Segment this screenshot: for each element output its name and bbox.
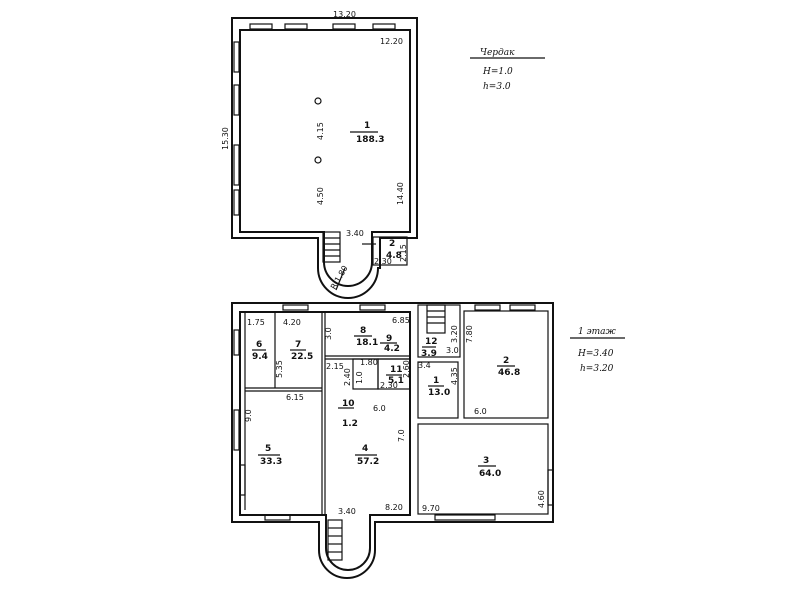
svg-text:3.0: 3.0	[324, 327, 333, 340]
svg-text:h=3.0: h=3.0	[483, 82, 511, 92]
svg-text:3.0: 3.0	[446, 346, 459, 355]
dimension: 4.15	[316, 122, 325, 140]
svg-text:7.80: 7.80	[465, 325, 474, 343]
svg-text:4.60: 4.60	[537, 490, 546, 508]
dimension: 13.20	[333, 10, 356, 19]
svg-text:h=3.20: h=3.20	[580, 364, 614, 374]
room-number: 2	[389, 239, 395, 249]
room-number: 2	[503, 356, 509, 366]
room-number: 5	[265, 444, 271, 454]
first-windows	[233, 304, 554, 521]
svg-text:6.0: 6.0	[373, 404, 386, 413]
room-number: 6	[256, 340, 262, 350]
svg-text:7.0: 7.0	[397, 429, 406, 442]
dimension: 4.50	[316, 187, 325, 205]
dimension: 2.15	[399, 244, 408, 262]
svg-text:1 этаж: 1 этаж	[578, 327, 617, 337]
room-2-box	[372, 236, 408, 266]
room-number: 1	[364, 121, 370, 131]
svg-text:6.85: 6.85	[392, 316, 410, 325]
svg-text:5.35: 5.35	[275, 360, 284, 378]
svg-text:H=1.0: H=1.0	[482, 67, 513, 77]
room-number: 4	[362, 444, 368, 454]
room-number: 8	[360, 326, 366, 336]
room-number: 1	[433, 376, 439, 386]
svg-text:3.40: 3.40	[338, 507, 356, 516]
svg-text:Чердак: Чердак	[480, 48, 515, 58]
room-area: 33.3	[260, 457, 282, 467]
upper-floor-plan: 1 188.3 2 4.8 13.20 12.20 15.30 4.15 4.5…	[221, 10, 545, 299]
svg-text:4.35: 4.35	[450, 367, 459, 385]
column-icon	[314, 97, 322, 105]
room-number: 12	[425, 337, 438, 347]
room-area: 4.2	[384, 344, 400, 354]
svg-text:H=3.40: H=3.40	[577, 349, 614, 359]
svg-text:3.4: 3.4	[418, 361, 431, 370]
svg-text:1.80: 1.80	[360, 358, 378, 367]
svg-text:1.75: 1.75	[247, 318, 265, 327]
dimension: 3.40	[346, 229, 364, 238]
first-inner-wall	[239, 311, 411, 571]
svg-text:2.15: 2.15	[326, 362, 344, 371]
room-labels: 6 9.4 7 22.5 8 18.1 9 4.2 11 5.1 10 1.2 …	[252, 326, 520, 479]
svg-text:3.20: 3.20	[450, 325, 459, 343]
room-number: 11	[390, 365, 403, 375]
svg-text:8.20: 8.20	[385, 503, 403, 512]
upper-windows	[233, 23, 396, 216]
room-area: 4.8	[386, 251, 402, 261]
svg-text:6.0: 6.0	[474, 407, 487, 416]
first-stair-icon	[327, 304, 446, 561]
svg-text:2.30: 2.30	[380, 381, 398, 390]
upper-inner-wall	[239, 29, 411, 287]
upper-floor-note: Чердак H=1.0 h=3.0	[470, 48, 545, 92]
svg-text:6.15: 6.15	[286, 393, 304, 402]
svg-text:2.40: 2.40	[343, 368, 352, 386]
dimension: 12.20	[380, 37, 403, 46]
room-area: 9.4	[252, 352, 268, 362]
interior-walls	[244, 304, 549, 515]
first-floor-note: 1 этаж H=3.40 h=3.20	[570, 327, 625, 374]
dimension: 14.40	[396, 182, 405, 205]
room-number: 9	[386, 334, 392, 344]
room-number: 3	[483, 456, 489, 466]
room-area: 22.5	[291, 352, 313, 362]
column-icon	[314, 156, 322, 164]
room-area: 64.0	[479, 469, 501, 479]
room-area: 57.2	[357, 457, 379, 467]
first-floor-plan: 6 9.4 7 22.5 8 18.1 9 4.2 11 5.1 10 1.2 …	[231, 302, 625, 579]
first-floor-dimensions: 1.75 4.20 3.0 6.85 5.35 2.15 2.40 1.80 1…	[244, 316, 546, 516]
room-area: 18.1	[356, 338, 378, 348]
svg-text:2.60: 2.60	[402, 360, 411, 378]
room-area: 188.3	[356, 135, 384, 145]
room-area: 13.0	[428, 388, 450, 398]
first-outer-wall	[231, 302, 554, 579]
room-area: 5.1	[388, 376, 404, 386]
upper-outer-wall	[231, 17, 418, 299]
svg-text:1.0: 1.0	[355, 371, 364, 384]
dimension: 15.30	[221, 127, 230, 150]
room-number: 7	[295, 340, 301, 350]
svg-text:4.20: 4.20	[283, 318, 301, 327]
room-area: 1.2	[342, 419, 358, 429]
svg-text:9.0: 9.0	[244, 409, 253, 422]
room-number: 10	[342, 399, 355, 409]
room-area: 46.8	[498, 368, 520, 378]
svg-text:9.70: 9.70	[422, 504, 440, 513]
dimension: 2.30	[374, 257, 392, 266]
upper-stair-icon	[322, 231, 346, 291]
room-area: 3.9	[421, 349, 437, 359]
